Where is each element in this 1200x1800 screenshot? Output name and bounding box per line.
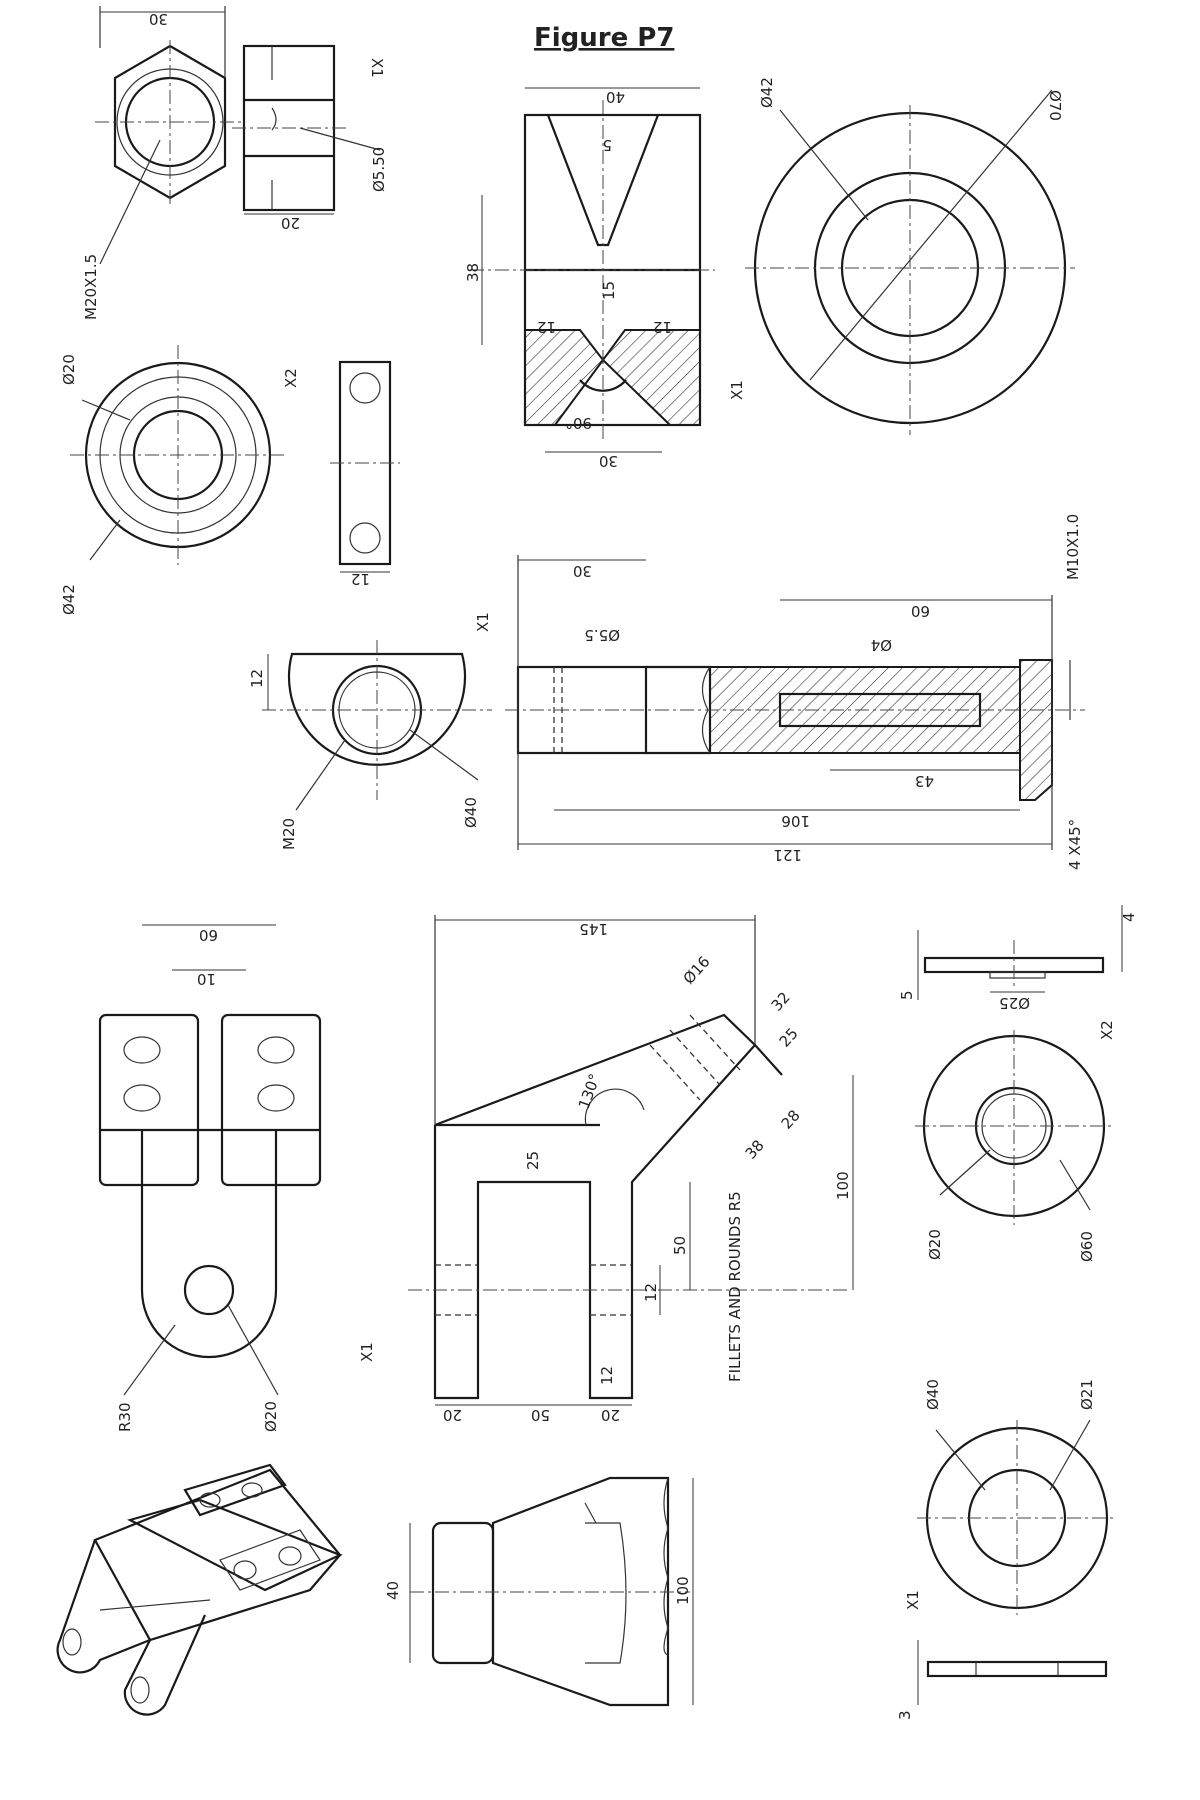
large-washer-front-view xyxy=(915,1030,1115,1225)
shaft-dim-drill: Ø4 xyxy=(871,636,892,654)
bracket-front-view xyxy=(98,924,322,1396)
large-washer-qty: X2 xyxy=(1098,1020,1116,1040)
small-washer-dim-od: Ø40 xyxy=(924,1379,942,1410)
shaft-qty: X1 xyxy=(474,612,492,632)
bracket-dim-pin: 12 xyxy=(642,1283,660,1302)
large-washer-dim-od-thk: 4 xyxy=(1120,912,1138,922)
bracket-dim-left: 20 xyxy=(443,1406,462,1424)
pulley-dim-base: 30 xyxy=(599,452,618,470)
nut-dim-thread: M20X1.5 xyxy=(82,254,100,320)
tapered-cover-side-view xyxy=(409,1476,694,1707)
figure-title: Figure P7 xyxy=(534,23,674,53)
large-washer-dim-bore: Ø20 xyxy=(926,1229,944,1260)
small-washer-front-view xyxy=(917,1419,1117,1615)
small-washer-qty: X1 xyxy=(904,1590,922,1610)
pulley-front-view xyxy=(745,89,1075,435)
small-washer-side-view xyxy=(917,1640,1108,1705)
pulley-dim-angle: 90° xyxy=(565,414,592,432)
bracket-dim-overall: 145 xyxy=(579,920,608,938)
nut-dim-width: 30 xyxy=(149,10,168,28)
large-washer-side-view xyxy=(917,905,1123,1000)
isometric-assembly-view xyxy=(56,1463,343,1716)
bracket-dim-right: 20 xyxy=(601,1406,620,1424)
large-washer-dim-boss-dia: Ø25 xyxy=(999,994,1030,1012)
shaft-dim-thread-len: 60 xyxy=(911,602,930,620)
shaft-dim-thread-end: M20 xyxy=(280,818,298,850)
bracket-qty: X1 xyxy=(358,1342,376,1362)
large-washer-dim-boss: 5 xyxy=(898,990,916,1000)
bracket-dim-leg: 50 xyxy=(671,1236,689,1255)
pulley-dim-hub-left: 12 xyxy=(537,318,556,336)
bearing-dim-bore: Ø20 xyxy=(60,354,78,385)
pulley-dim-groove: 5 xyxy=(602,136,612,154)
bracket-dim-boss-a: 32 xyxy=(768,988,794,1014)
bracket-dim-boss-hole: Ø16 xyxy=(680,953,714,988)
shaft-dim-head: 30 xyxy=(573,562,592,580)
nut-dim-pin-hole: Ø5.50 xyxy=(370,147,388,192)
castle-nut-side-view xyxy=(232,44,381,215)
bracket-dim-width: 60 xyxy=(199,926,218,944)
bearing-side-view xyxy=(330,360,400,573)
bracket-dim-height: 100 xyxy=(834,1171,852,1200)
bearing-dim-od: Ø42 xyxy=(60,584,78,615)
shaft-dim-flat: 12 xyxy=(248,669,266,688)
bracket-dim-hole: Ø20 xyxy=(262,1401,280,1432)
bracket-dim-boss-b: 25 xyxy=(776,1024,802,1050)
pulley-dim-hub-right: 12 xyxy=(653,318,672,336)
fillets-note: FILLETS AND ROUNDS R5 xyxy=(726,1191,744,1382)
bracket-dim-arm: 28 xyxy=(778,1106,804,1132)
cover-dim-height: 100 xyxy=(674,1576,692,1605)
pulley-dim-width: 40 xyxy=(606,88,625,106)
bracket-dim-mid: 50 xyxy=(531,1406,550,1424)
pulley-dim-height: 38 xyxy=(464,263,482,282)
nut-dim-thickness: 20 xyxy=(281,214,300,232)
bracket-dim-boss-len: 38 xyxy=(742,1136,768,1162)
pulley-dim-hub-dia: Ø42 xyxy=(758,77,776,108)
pulley-qty: X1 xyxy=(728,380,746,400)
bracket-dim-gap: 10 xyxy=(197,970,216,988)
pulley-dim-depth: 15 xyxy=(600,281,618,300)
large-washer-dim-od: Ø60 xyxy=(1078,1231,1096,1262)
bracket-side-view xyxy=(408,915,854,1406)
cover-dim-dia: 40 xyxy=(384,1581,402,1600)
bracket-dim-web: 25 xyxy=(524,1151,542,1170)
shaft-dim-od: Ø40 xyxy=(462,797,480,828)
small-washer-dim-thk: 3 xyxy=(896,1710,914,1720)
shaft-dim-overall: 121 xyxy=(773,846,802,864)
shaft-dim-shoulder: 43 xyxy=(915,772,934,790)
shaft-dim-chamfer: 4 X45° xyxy=(1066,819,1084,870)
shaft-dim-thread: M10X1.0 xyxy=(1064,514,1082,580)
bracket-dim-angle: 130° xyxy=(575,1071,604,1111)
shaft-side-view xyxy=(505,555,1085,850)
bracket-dim-radius: R30 xyxy=(116,1402,134,1432)
castle-nut-front-view xyxy=(95,6,245,265)
bearing-qty: X2 xyxy=(282,368,300,388)
bearing-dim-width: 12 xyxy=(351,570,370,588)
shaft-end-view xyxy=(262,640,492,811)
bearing-front-view xyxy=(70,345,285,565)
pulley-dim-outer-dia: Ø70 xyxy=(1046,90,1064,121)
nut-qty: X1 xyxy=(368,58,386,78)
shaft-dim-pin: Ø5.5 xyxy=(584,626,620,644)
bracket-dim-foot: 12 xyxy=(598,1366,616,1385)
pulley-section-view xyxy=(470,87,715,453)
small-washer-dim-bore: Ø21 xyxy=(1078,1379,1096,1410)
shaft-dim-between: 106 xyxy=(781,812,810,830)
